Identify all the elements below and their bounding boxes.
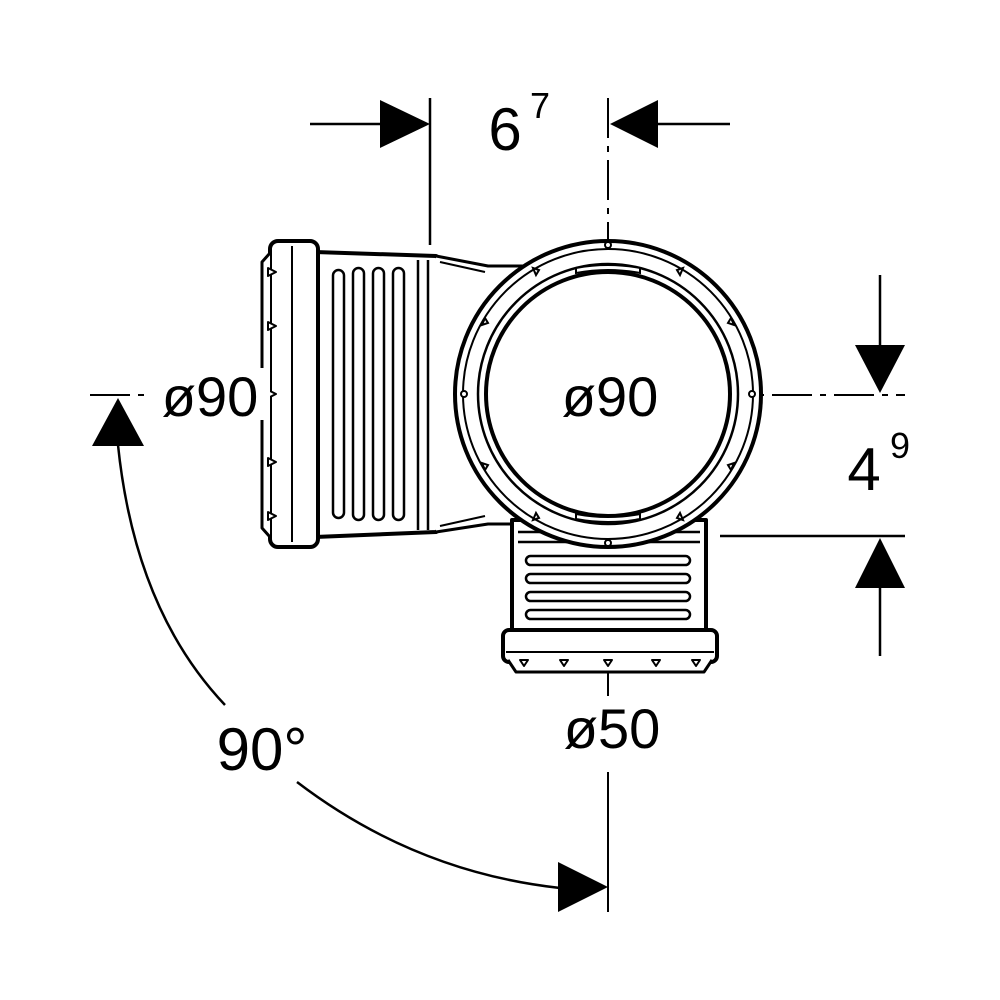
dimension-labels: ø90 ø90 ø50 90° 6 7 4 9 — [148, 85, 910, 783]
vertical-offset-sup: 9 — [890, 425, 910, 466]
dimension-angle — [92, 398, 608, 912]
outlet-flange-notches — [519, 659, 701, 667]
outlet-diameter-label: ø50 — [564, 697, 661, 760]
vertical-offset-label: 4 — [847, 436, 880, 503]
dimension-vertical-offset — [720, 275, 905, 656]
inlet-diameter-label: ø90 — [162, 365, 259, 428]
outlet-ribs — [518, 530, 700, 621]
dimension-horizontal-offset — [310, 98, 730, 245]
ring-notches — [460, 241, 756, 547]
inlet-ribs — [331, 260, 430, 530]
angle-label: 90° — [217, 716, 308, 783]
main-diameter-label: ø90 — [562, 365, 659, 428]
horizontal-offset-sup: 7 — [530, 85, 550, 126]
horizontal-offset-label: 6 — [488, 96, 521, 163]
